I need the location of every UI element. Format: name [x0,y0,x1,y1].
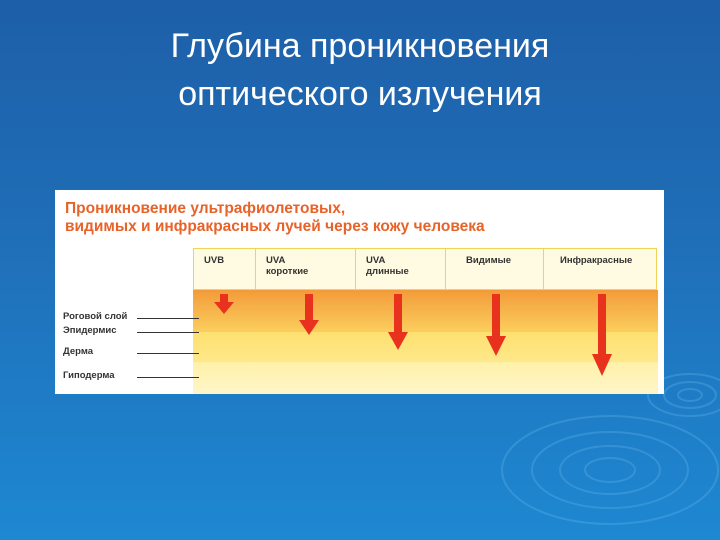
layer-line-hypodermis [137,377,199,378]
radiation-type-header: UVB UVA короткие UVA длинные Видимые Инф… [193,248,657,290]
column-visible-label: Видимые [466,255,511,266]
column-visible: Видимые [446,249,544,289]
arrow-uva-long [388,294,408,350]
column-uva-long-sublabel: длинные [366,266,409,277]
arrow-uvb [214,294,234,314]
epidermis-band [193,308,658,332]
column-uva-long: UVA длинные [356,249,446,289]
figure-heading-line-1: Проникновение ультрафиолетовых, [65,200,346,217]
column-infrared: Инфракрасные [544,249,658,289]
layer-label-hypodermis: Гиподерма [63,370,115,381]
layer-label-dermis: Дерма [63,346,94,357]
figure-heading-line-2: видимых и инфракрасных лучей через кожу … [65,218,485,235]
slide-title-line-1: Глубина проникновения [170,27,550,65]
column-uva-short-sublabel: короткие [266,266,309,277]
layer-label-stratum-corneum: Роговой слой [63,311,128,322]
arrow-uva-short [299,294,319,335]
slide-title: Глубина проникновения оптического излуче… [0,22,720,118]
layer-label-epidermis: Эпидермис [63,325,117,336]
dermis-band [193,332,658,362]
column-uvb: UVB [194,249,256,289]
column-uva-short-label: UVA [266,255,286,266]
column-uva-short: UVA короткие [256,249,356,289]
slide-title-line-2: оптического излучения [178,75,542,113]
arrow-visible [486,294,506,356]
column-uvb-label: UVB [204,255,225,266]
layer-line-epidermis [137,332,199,333]
skin-penetration-figure: Проникновение ультрафиолетовых, видимых … [55,190,664,394]
penetration-arrows [214,294,612,376]
column-uva-long-label: UVA [366,255,386,266]
figure-heading: Проникновение ультрафиолетовых, видимых … [65,200,655,236]
arrow-infrared [592,294,612,376]
layer-line-stratum-corneum [137,318,199,319]
hypodermis-band [193,362,658,394]
column-infrared-label: Инфракрасные [560,255,633,266]
layer-line-dermis [137,353,199,354]
